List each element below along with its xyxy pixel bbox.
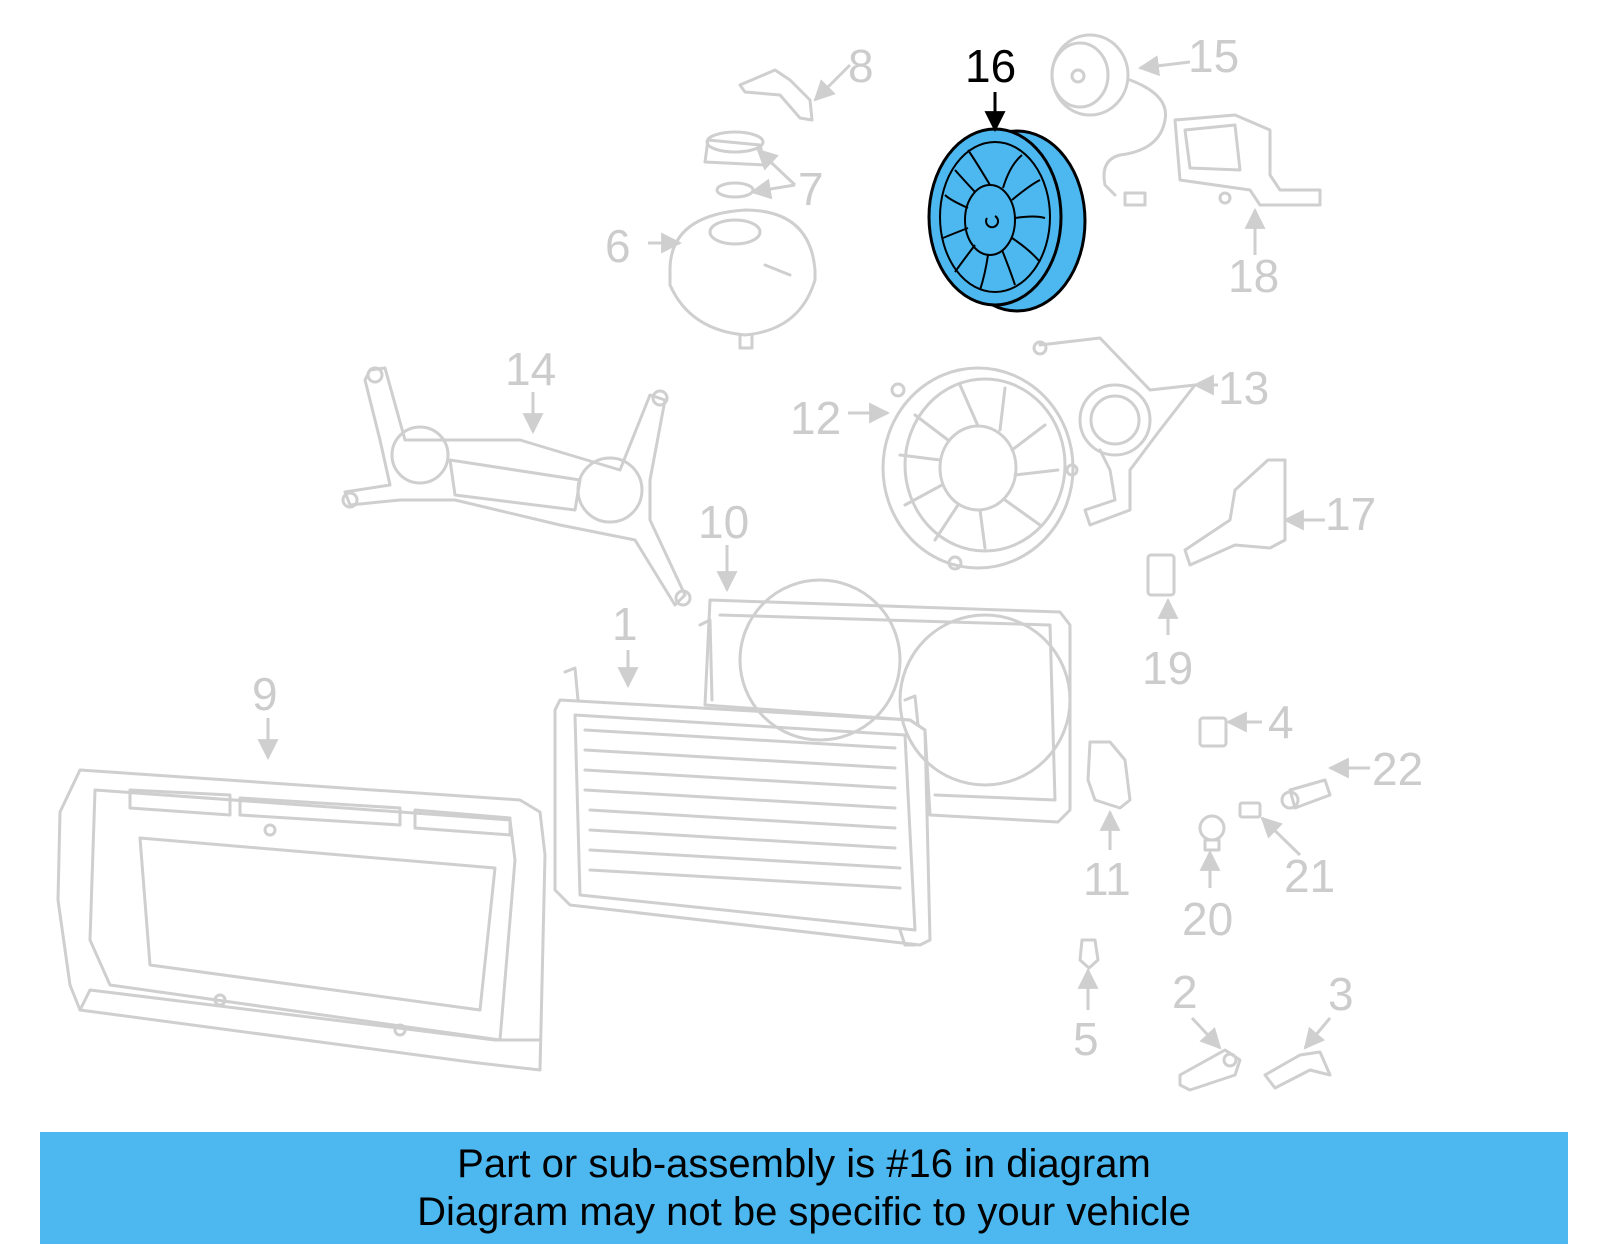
callout-5: 5 bbox=[1073, 1013, 1099, 1065]
part-5-grommet bbox=[1078, 938, 1100, 970]
part-12-fan-assembly bbox=[881, 366, 1079, 571]
part-6-expansion-tank bbox=[668, 208, 817, 350]
banner-line-part: Part or sub-assembly is #16 in diagram bbox=[457, 1142, 1151, 1186]
leader-lines bbox=[257, 55, 1370, 1050]
callout-13: 13 bbox=[1218, 362, 1269, 414]
part-22-plug bbox=[1280, 778, 1332, 810]
callout-4: 4 bbox=[1268, 696, 1294, 748]
part-1-radiator bbox=[553, 666, 932, 947]
part-11-bracket bbox=[1086, 740, 1132, 810]
part-4-connector bbox=[1198, 716, 1228, 748]
part-3-mount bbox=[1263, 1050, 1332, 1090]
callout-12: 12 bbox=[790, 392, 841, 444]
part-8-clip bbox=[738, 68, 814, 122]
callout-6: 6 bbox=[605, 220, 631, 272]
callout-9: 9 bbox=[252, 668, 278, 720]
part-16-fan-highlighted bbox=[927, 127, 1087, 313]
part-10-shroud bbox=[698, 578, 1072, 824]
part-20-switch bbox=[1198, 814, 1226, 852]
callout-16: 16 bbox=[965, 40, 1016, 92]
part-13-motor-bracket bbox=[1032, 336, 1197, 527]
part-2-mount bbox=[1178, 1048, 1242, 1092]
part-9-front-panel bbox=[56, 768, 547, 1072]
part-15-motor bbox=[1050, 33, 1168, 207]
callout-8: 8 bbox=[848, 40, 874, 92]
callout-15: 15 bbox=[1188, 30, 1239, 82]
callout-19: 19 bbox=[1142, 642, 1193, 694]
callout-10: 10 bbox=[698, 496, 749, 548]
callout-22: 22 bbox=[1372, 743, 1423, 795]
callout-18: 18 bbox=[1228, 250, 1279, 302]
part-19-connector bbox=[1146, 553, 1176, 597]
callout-7: 7 bbox=[798, 163, 824, 215]
part-14-bracket bbox=[341, 366, 692, 607]
info-banner: Part or sub-assembly is #16 in diagram D… bbox=[40, 1132, 1568, 1244]
callout-3: 3 bbox=[1328, 968, 1354, 1020]
banner-line-disclaimer: Diagram may not be specific to your vehi… bbox=[417, 1190, 1191, 1234]
part-18-bracket bbox=[1173, 113, 1322, 207]
callout-2: 2 bbox=[1172, 966, 1198, 1018]
part-17-sensor-housing bbox=[1183, 458, 1287, 567]
callout-17: 17 bbox=[1325, 488, 1376, 540]
callout-11: 11 bbox=[1083, 853, 1131, 905]
callout-21: 21 bbox=[1284, 850, 1335, 902]
callout-14: 14 bbox=[505, 343, 556, 395]
callout-1: 1 bbox=[612, 598, 638, 650]
part-7-cap bbox=[703, 130, 767, 199]
part-21-clip bbox=[1238, 801, 1262, 819]
callout-20: 20 bbox=[1182, 893, 1233, 945]
